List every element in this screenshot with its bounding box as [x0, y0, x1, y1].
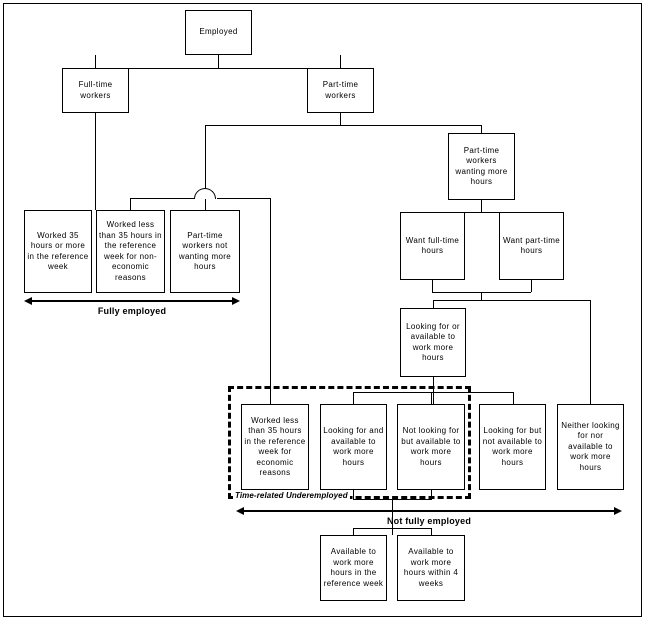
connector-to-looking-and-available — [353, 392, 354, 404]
node-part-time-workers[interactable]: Part-time workers — [307, 68, 374, 113]
node-available-within-4-weeks[interactable]: Available to work more hours within 4 we… — [397, 535, 465, 601]
not-fully-employed-label: Not fully employed — [386, 516, 472, 526]
diagram-border — [3, 3, 642, 617]
fully-employed-label: Fully employed — [97, 306, 167, 316]
connector-to-available-ref-week — [353, 528, 354, 535]
fully-employed-arrow-line — [32, 300, 232, 302]
node-part-time-workers-wanting-more-hours[interactable]: Part-time workers wanting more hours — [448, 133, 515, 200]
connector-employed-to-parttime-stub — [340, 55, 341, 68]
time-related-underemployed-label: Time-related Underemployed — [233, 491, 350, 500]
connector-to-looking-but-not-available — [513, 392, 514, 404]
connector-employed-down — [218, 55, 219, 68]
connector-to-not-looking-but-available — [431, 392, 432, 404]
node-neither-looking-nor-available[interactable]: Neither looking for nor available to wor… — [557, 404, 624, 490]
connector-looking-split — [433, 300, 591, 301]
node-available-in-reference-week[interactable]: Available to work more hours in the refe… — [320, 535, 387, 601]
not-fully-employed-arrow-right-icon — [614, 507, 622, 515]
node-worked-35-hours-or-more[interactable]: Worked 35 hours or more in the reference… — [24, 210, 92, 293]
connector-to-neither-looking — [590, 300, 591, 404]
node-want-part-time-hours[interactable]: Want part-time hours — [499, 212, 564, 280]
connector-to-worked-less-economic — [270, 392, 271, 404]
connector-want-merge-down — [481, 292, 482, 300]
connector-not-looking-but-available-down — [431, 489, 432, 499]
connector-bottom-merge-down — [392, 499, 393, 535]
connector-hop-vertical — [205, 188, 206, 210]
connector-parttime-left-branch — [205, 125, 206, 193]
node-employed[interactable]: Employed — [185, 10, 252, 55]
connector-parttime-down — [340, 113, 341, 125]
node-worked-less-economic[interactable]: Worked less than 35 hours in the referen… — [241, 404, 309, 490]
node-full-time-workers[interactable]: Full-time workers — [62, 68, 129, 113]
node-part-time-not-wanting-more-hours[interactable]: Part-time workers not wanting more hours — [170, 210, 240, 293]
connector-to-looking-or-available — [433, 300, 434, 308]
connector-ptwanting-split — [432, 212, 531, 213]
not-fully-employed-arrow-line — [244, 510, 614, 512]
connector-parttime-right-branch — [481, 125, 482, 133]
connector-wantft-down — [432, 280, 433, 292]
fully-employed-arrow-left-icon — [24, 297, 32, 305]
connector-looking-and-available-down — [353, 489, 354, 499]
connector-looking-down — [433, 377, 434, 404]
connector-parttime-split — [205, 125, 481, 126]
node-want-full-time-hours[interactable]: Want full-time hours — [400, 212, 465, 280]
not-fully-employed-arrow-left-icon — [236, 507, 244, 515]
connector-wantpt-down — [531, 280, 532, 292]
connector-to-available-4-weeks — [431, 528, 432, 535]
node-looking-but-not-available[interactable]: Looking for but not available to work mo… — [479, 404, 546, 490]
connector-looking-row-split — [353, 392, 513, 393]
connector-ptwanting-down — [481, 200, 482, 212]
node-looking-and-available[interactable]: Looking for and available to work more h… — [320, 404, 387, 490]
node-looking-for-or-available[interactable]: Looking for or available to work more ho… — [400, 308, 466, 377]
connector-bottom-split-bar — [353, 528, 432, 529]
connector-to-worked-less-noneconomic — [130, 198, 131, 210]
fully-employed-arrow-right-icon — [232, 297, 240, 305]
connector-right-down-long — [270, 198, 271, 410]
node-worked-less-non-economic[interactable]: Worked less than 35 hours in the referen… — [96, 210, 165, 293]
connector-employed-to-fulltime-stub — [95, 55, 96, 68]
connector-fulltime-down — [95, 113, 96, 210]
connector-employed-split — [95, 68, 341, 69]
node-not-looking-but-available[interactable]: Not looking for but available to work mo… — [397, 404, 465, 490]
